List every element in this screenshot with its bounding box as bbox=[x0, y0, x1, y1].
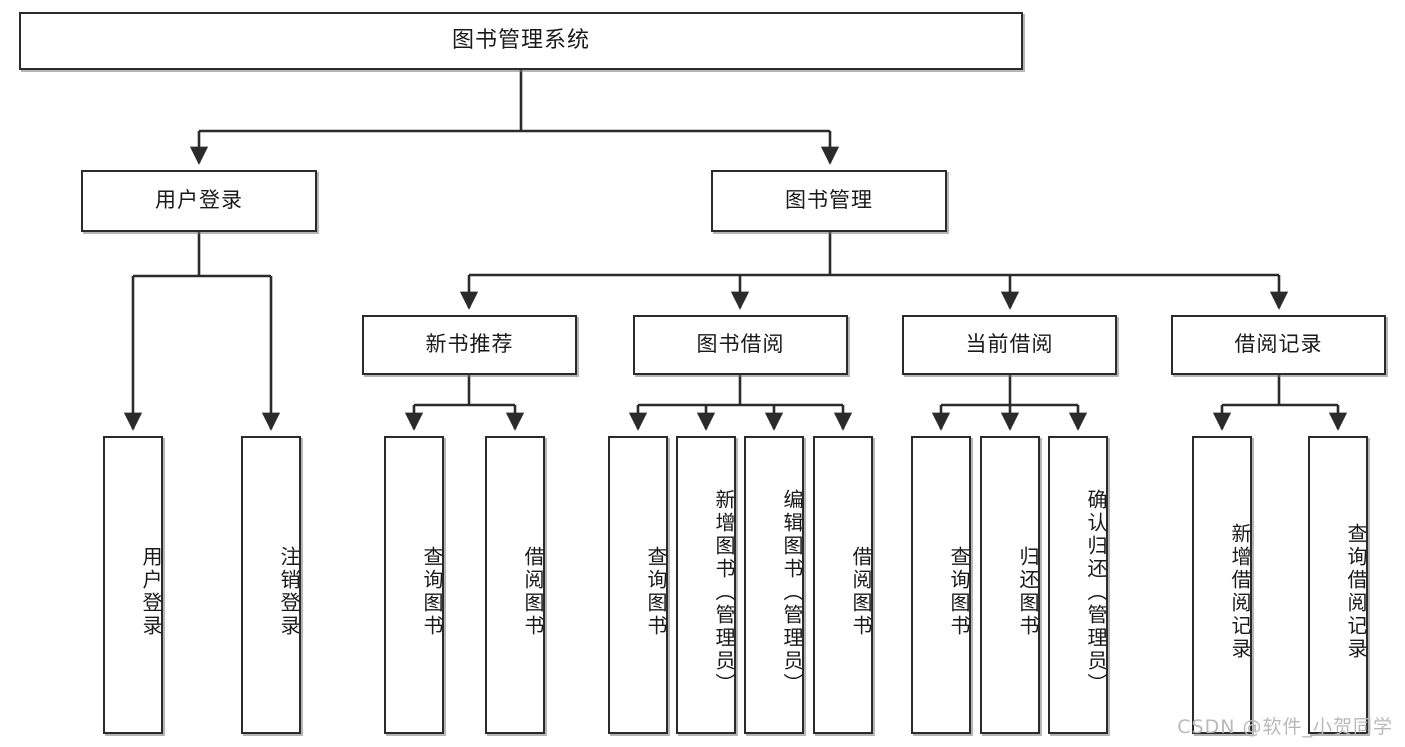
node-label: 查询图书 bbox=[644, 546, 668, 638]
node-label: 用户登录 bbox=[139, 546, 163, 638]
node-current-borrow[interactable]: 当前借阅 bbox=[902, 315, 1117, 375]
node-label: 查询图书 bbox=[420, 546, 444, 638]
node-label: 新增图书（管理员） bbox=[712, 488, 736, 696]
node-leaf-borrow-book-1[interactable]: 借阅图书 bbox=[485, 436, 545, 734]
node-label: 用户登录 bbox=[155, 188, 243, 213]
node-label: 图书管理系统 bbox=[451, 27, 590, 53]
node-leaf-add-book[interactable]: 新增图书（管理员） bbox=[676, 436, 736, 734]
node-leaf-confirm-return[interactable]: 确认归还（管理员） bbox=[1048, 436, 1108, 734]
node-label: 确认归还（管理员） bbox=[1084, 488, 1108, 696]
node-root-system[interactable]: 图书管理系统 bbox=[19, 12, 1023, 70]
node-borrow-record[interactable]: 借阅记录 bbox=[1171, 315, 1386, 375]
node-book-manage[interactable]: 图书管理 bbox=[711, 170, 947, 232]
node-label: 注销登录 bbox=[277, 546, 301, 638]
node-leaf-add-record[interactable]: 新增借阅记录 bbox=[1192, 436, 1252, 734]
node-label: 图书管理 bbox=[785, 188, 873, 213]
node-leaf-query-book-3[interactable]: 查询图书 bbox=[911, 436, 971, 734]
node-label: 借阅图书 bbox=[521, 546, 545, 638]
node-book-borrow[interactable]: 图书借阅 bbox=[633, 315, 848, 375]
node-label: 归还图书 bbox=[1016, 546, 1040, 638]
csdn-watermark: CSDN @软件_小贺同学 bbox=[1177, 716, 1393, 738]
node-label: 当前借阅 bbox=[965, 332, 1054, 357]
node-label: 编辑图书（管理员） bbox=[780, 488, 804, 696]
node-leaf-query-book-2[interactable]: 查询图书 bbox=[608, 436, 668, 734]
node-label: 借阅记录 bbox=[1234, 332, 1323, 357]
node-label: 查询借阅记录 bbox=[1344, 523, 1368, 661]
node-leaf-logout-login[interactable]: 注销登录 bbox=[241, 436, 301, 734]
node-label: 借阅图书 bbox=[849, 546, 873, 638]
node-leaf-borrow-book-2[interactable]: 借阅图书 bbox=[813, 436, 873, 734]
node-user-login[interactable]: 用户登录 bbox=[81, 170, 317, 232]
node-leaf-edit-book[interactable]: 编辑图书（管理员） bbox=[744, 436, 804, 734]
node-leaf-query-record[interactable]: 查询借阅记录 bbox=[1308, 436, 1368, 734]
node-label: 图书借阅 bbox=[696, 332, 785, 357]
node-label: 新增借阅记录 bbox=[1228, 523, 1252, 661]
node-label: 新书推荐 bbox=[425, 332, 514, 357]
node-leaf-user-login[interactable]: 用户登录 bbox=[103, 436, 163, 734]
node-new-book-recommend[interactable]: 新书推荐 bbox=[362, 315, 577, 375]
node-label: 查询图书 bbox=[947, 546, 971, 638]
node-leaf-return-book[interactable]: 归还图书 bbox=[980, 436, 1040, 734]
node-leaf-query-book-1[interactable]: 查询图书 bbox=[384, 436, 444, 734]
